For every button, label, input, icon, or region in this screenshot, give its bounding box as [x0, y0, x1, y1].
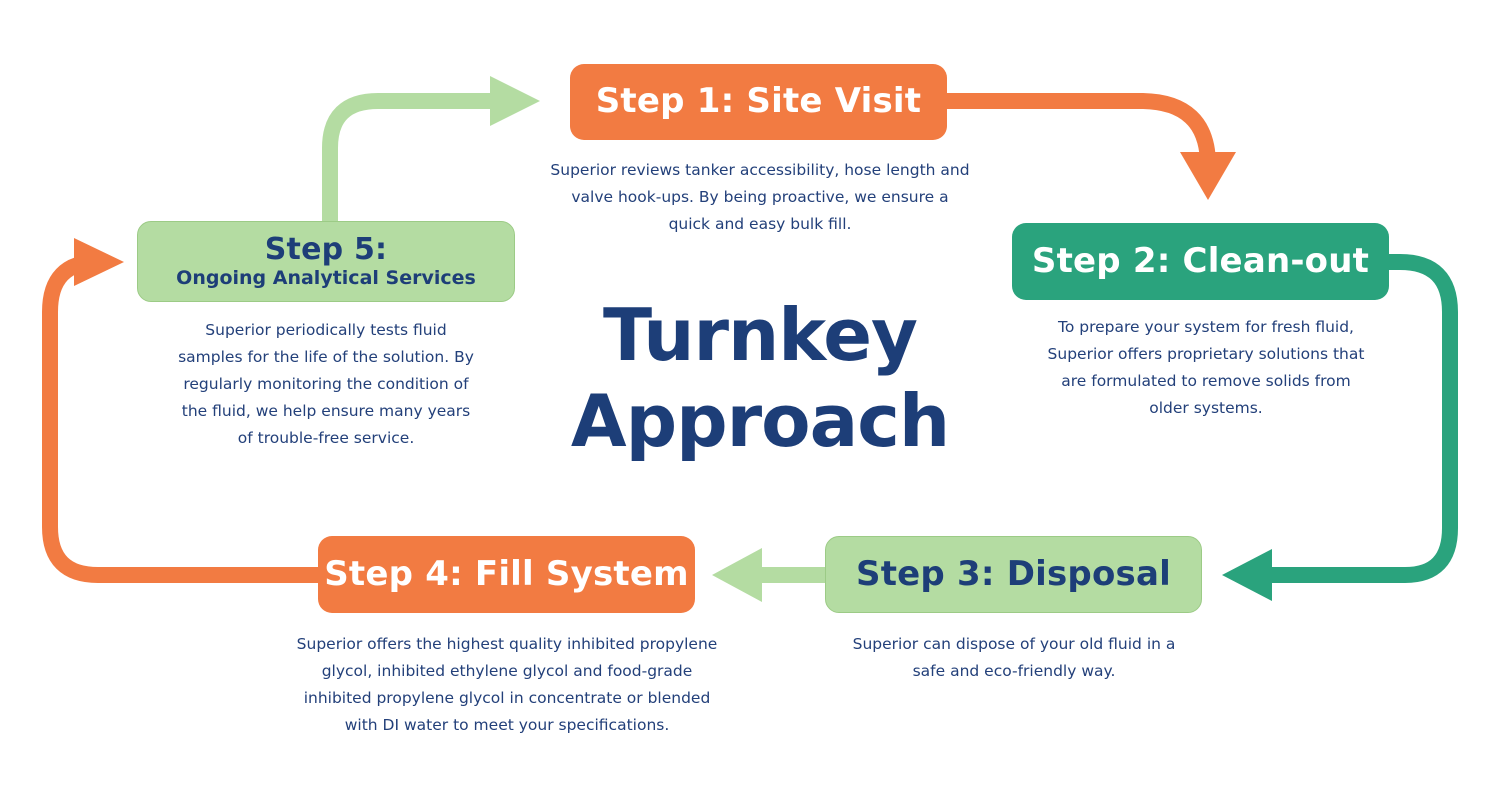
step-5-sublabel: Ongoing Analytical Services [176, 267, 476, 290]
description-line: regularly monitoring the condition of [183, 375, 469, 393]
step-4-description: Superior offers the highest quality inhi… [258, 631, 756, 739]
arrow-step2-to-step3 [1222, 254, 1458, 601]
step-2-box: Step 2: Clean-out [1012, 223, 1389, 300]
description-line: with DI water to meet your specification… [344, 716, 670, 734]
step-1-box: Step 1: Site Visit [570, 64, 947, 140]
description-line: Superior offers proprietary solutions th… [1047, 345, 1365, 363]
description-line: quick and easy bulk fill. [668, 215, 852, 233]
description-line: valve hook-ups. By being proactive, we e… [571, 188, 949, 206]
step-2-label: Step 2: Clean-out [1031, 240, 1370, 281]
diagram-title-line-2: Approach [570, 379, 950, 463]
step-5-label: Step 5: [264, 232, 388, 268]
step-3-label: Step 3: Disposal [856, 553, 1171, 594]
arrow-step4-to-step5 [42, 238, 322, 583]
description-line: Superior can dispose of your old fluid i… [852, 635, 1176, 653]
description-line: safe and eco-friendly way. [912, 662, 1116, 680]
description-line: To prepare your system for fresh fluid, [1058, 318, 1354, 336]
description-line: of trouble-free service. [237, 429, 415, 447]
description-line: are formulated to remove solids from [1061, 372, 1351, 390]
step-4-label: Step 4: Fill System [324, 553, 689, 594]
description-line: the fluid, we help ensure many years [181, 402, 471, 420]
arrow-step5-to-step1 [322, 76, 540, 222]
description-line: Superior offers the highest quality inhi… [296, 635, 718, 653]
arrow-step1-to-step2 [945, 93, 1236, 200]
step-2-description: To prepare your system for fresh fluid, … [1000, 314, 1412, 422]
step-3-box: Step 3: Disposal [825, 536, 1202, 613]
step-1-description: Superior reviews tanker accessibility, h… [520, 157, 1000, 238]
description-line: Superior periodically tests fluid [205, 321, 447, 339]
step-1-label: Step 1: Site Visit [595, 81, 922, 122]
description-line: samples for the life of the solution. By [178, 348, 474, 366]
step-5-description: Superior periodically tests fluid sample… [148, 317, 504, 452]
description-line: glycol, inhibited ethylene glycol and fo… [321, 662, 693, 680]
step-4-box: Step 4: Fill System [318, 536, 695, 613]
arrow-step3-to-step4 [712, 548, 828, 602]
description-line: inhibited propylene glycol in concentrat… [303, 689, 711, 707]
step-3-description: Superior can dispose of your old fluid i… [818, 631, 1210, 685]
description-line: Superior reviews tanker accessibility, h… [550, 161, 970, 179]
diagram-title: Turnkey Approach [530, 292, 990, 464]
diagram-title-line-1: Turnkey [603, 293, 918, 377]
description-line: older systems. [1149, 399, 1263, 417]
step-5-box: Step 5: Ongoing Analytical Services [137, 221, 515, 302]
